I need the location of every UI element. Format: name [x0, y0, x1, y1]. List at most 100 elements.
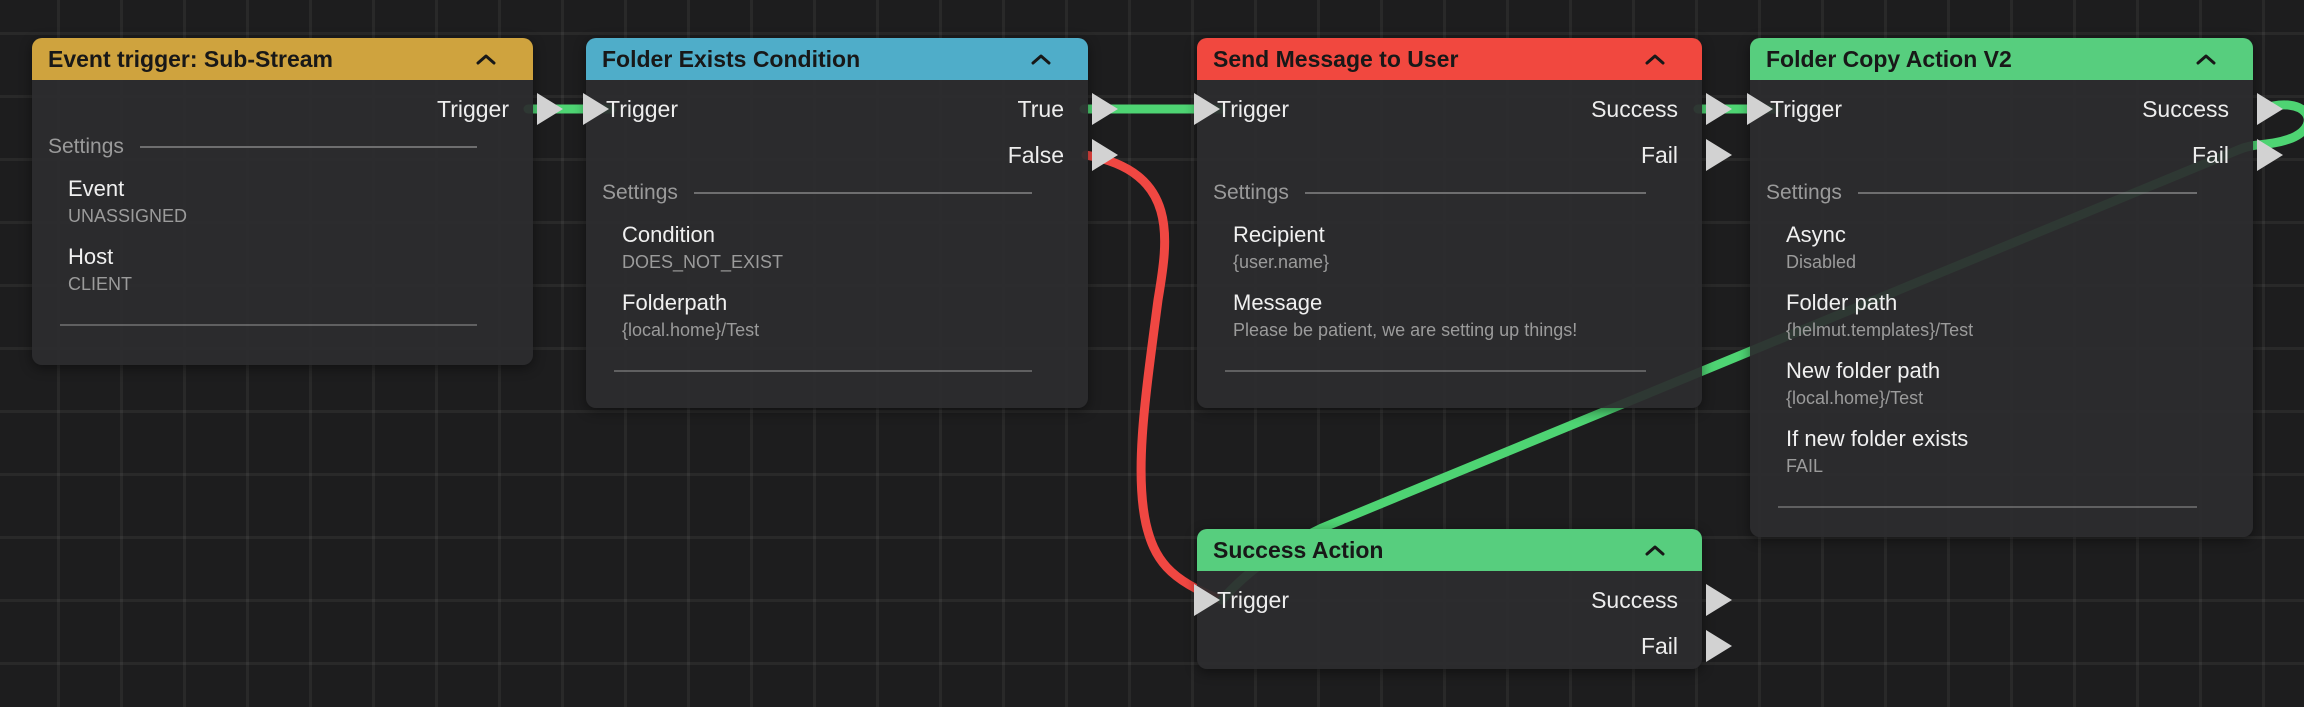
setting-value: Disabled: [1786, 252, 1857, 272]
node-folder-copy-action-v2[interactable]: Folder Copy Action V2 Trigger Success Fa…: [1750, 38, 2253, 537]
setting-value: {local.home}/Test: [622, 320, 760, 340]
chevron-up-icon[interactable]: [2195, 53, 2217, 66]
setting-name: Recipient: [1233, 222, 1325, 247]
settings-divider: [139, 146, 477, 148]
port-in-trigger-sendmessage[interactable]: [1194, 93, 1220, 125]
node-header[interactable]: Success Action: [1197, 529, 1702, 571]
node-bottom-divider: [614, 370, 1032, 372]
setting-name: Condition: [622, 222, 715, 247]
port-label-trigger-in: Trigger: [1217, 586, 1289, 613]
setting-name: If new folder exists: [1786, 426, 1969, 451]
port-row: Trigger Success: [1750, 86, 2253, 132]
node-title: Send Message to User: [1213, 45, 1459, 72]
setting-value: {helmut.templates}/Test: [1786, 320, 1974, 340]
chevron-up-icon[interactable]: [475, 53, 497, 66]
setting-value: {local.home}/Test: [1786, 388, 1924, 408]
port-label-fail-out: Fail: [1640, 141, 1678, 168]
node-event-trigger[interactable]: Event trigger: Sub-Stream Trigger Settin…: [32, 38, 533, 365]
port-out-success-foldercopy[interactable]: [2257, 93, 2283, 125]
port-label-success-out: Success: [2142, 95, 2229, 122]
node-header[interactable]: Send Message to User: [1197, 38, 1702, 80]
port-label-fail-out: Fail: [1640, 632, 1678, 659]
setting-entry: New folder path {local.home}/Test: [1786, 356, 2197, 410]
port-in-trigger-folderexists[interactable]: [583, 93, 609, 125]
port-row: Fail: [1750, 132, 2253, 178]
port-row: False: [586, 132, 1088, 178]
port-out-false-folderexists[interactable]: [1092, 139, 1118, 171]
settings-section-header: Settings: [1197, 178, 1702, 208]
chevron-up-icon[interactable]: [1030, 53, 1052, 66]
node-header[interactable]: Folder Exists Condition: [586, 38, 1088, 80]
port-row: Trigger True: [586, 86, 1088, 132]
chevron-up-icon[interactable]: [1644, 544, 1666, 557]
settings-section-header: Settings: [1750, 178, 2253, 208]
settings-label: Settings: [1766, 181, 1842, 204]
node-bottom-divider: [1778, 506, 2197, 508]
setting-entry: Recipient {user.name}: [1233, 220, 1646, 274]
port-in-trigger-foldercopy[interactable]: [1747, 93, 1773, 125]
setting-name: Async: [1786, 222, 1846, 247]
setting-name: Folder path: [1786, 290, 1898, 315]
port-row: Trigger: [32, 86, 533, 132]
setting-name: Event: [68, 176, 125, 201]
setting-entry: If new folder exists FAIL: [1786, 424, 2197, 478]
node-folder-exists-condition[interactable]: Folder Exists Condition Trigger True Fal…: [586, 38, 1088, 408]
node-send-message-to-user[interactable]: Send Message to User Trigger Success Fai…: [1197, 38, 1702, 408]
settings-label: Settings: [48, 135, 124, 158]
settings-section-header: Settings: [32, 132, 533, 162]
settings-section-header: Settings: [586, 178, 1088, 208]
settings-divider: [1304, 192, 1646, 194]
port-label-trigger-in: Trigger: [1217, 95, 1289, 122]
setting-name: Folderpath: [622, 290, 728, 315]
port-label-success-out: Success: [1591, 95, 1678, 122]
setting-value: CLIENT: [68, 274, 133, 294]
port-out-success-successaction[interactable]: [1706, 584, 1732, 616]
connection-false-to-successaction[interactable]: [1081, 150, 1227, 605]
node-title: Folder Copy Action V2: [1766, 45, 2012, 72]
setting-value: UNASSIGNED: [68, 206, 188, 226]
port-row: Trigger Success: [1197, 86, 1702, 132]
port-label-trigger-in: Trigger: [606, 95, 678, 122]
setting-entry: Async Disabled: [1786, 220, 2197, 274]
node-header[interactable]: Event trigger: Sub-Stream: [32, 38, 533, 80]
node-bottom-divider: [60, 324, 477, 326]
port-out-true-folderexists[interactable]: [1092, 93, 1118, 125]
node-title: Folder Exists Condition: [602, 45, 861, 72]
setting-name: Message: [1233, 290, 1323, 315]
node-title: Event trigger: Sub-Stream: [48, 45, 333, 72]
settings-divider: [693, 192, 1032, 194]
port-out-fail-sendmessage[interactable]: [1706, 139, 1732, 171]
port-out-success-sendmessage[interactable]: [1706, 93, 1732, 125]
port-label-trigger-out: Trigger: [437, 95, 509, 122]
settings-divider: [1857, 192, 2197, 194]
setting-entry: Folder path {helmut.templates}/Test: [1786, 288, 2197, 342]
setting-value: Please be patient, we are setting up thi…: [1233, 320, 1578, 340]
setting-name: Host: [68, 244, 114, 269]
port-out-trigger-eventtrigger[interactable]: [537, 93, 563, 125]
port-label-success-out: Success: [1591, 586, 1678, 613]
port-in-trigger-successaction[interactable]: [1194, 584, 1220, 616]
port-label-trigger-in: Trigger: [1770, 95, 1842, 122]
port-label-true-out: True: [1017, 95, 1064, 122]
settings-label: Settings: [1213, 181, 1289, 204]
node-header[interactable]: Folder Copy Action V2: [1750, 38, 2253, 80]
port-row: Trigger Success: [1197, 577, 1702, 623]
setting-entry: Condition DOES_NOT_EXIST: [622, 220, 1032, 274]
port-label-fail-out: Fail: [2191, 141, 2229, 168]
setting-entry: Folderpath {local.home}/Test: [622, 288, 1032, 342]
port-out-fail-successaction[interactable]: [1706, 630, 1732, 662]
node-title: Success Action: [1213, 536, 1384, 563]
node-bottom-divider: [1225, 370, 1646, 372]
port-out-fail-foldercopy[interactable]: [2257, 139, 2283, 171]
port-label-false-out: False: [1007, 141, 1064, 168]
port-row: Fail: [1197, 132, 1702, 178]
setting-value: FAIL: [1786, 456, 1824, 476]
setting-name: New folder path: [1786, 358, 1941, 383]
chevron-up-icon[interactable]: [1644, 53, 1666, 66]
port-row: Fail: [1197, 623, 1702, 669]
node-success-action[interactable]: Success Action Trigger Success Fail: [1197, 529, 1702, 669]
settings-label: Settings: [602, 181, 678, 204]
setting-entry: Host CLIENT: [68, 242, 477, 296]
